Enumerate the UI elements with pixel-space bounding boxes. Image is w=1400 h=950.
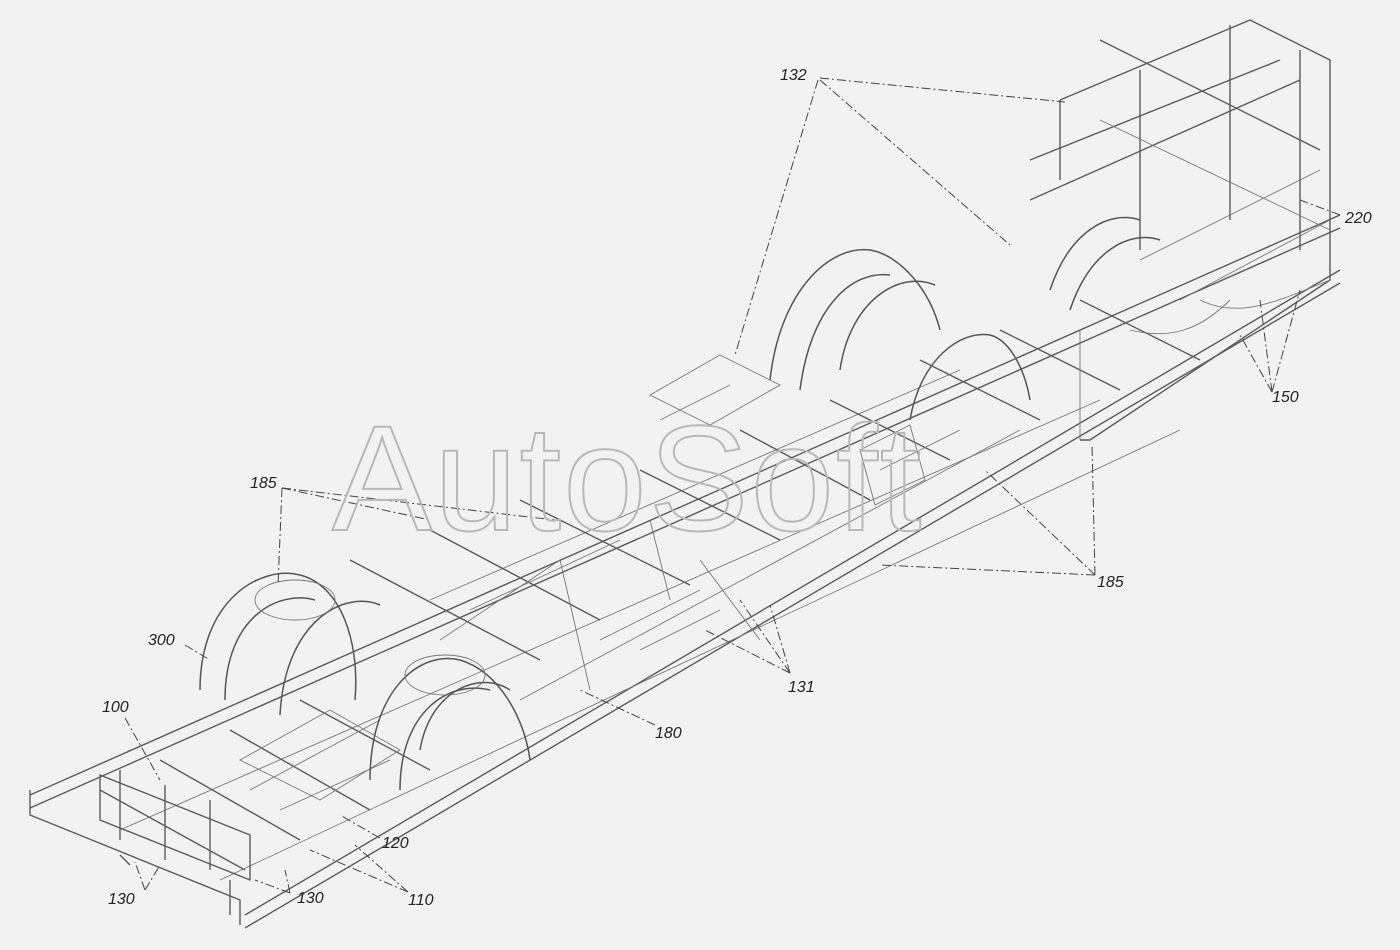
callout-150: 150 [1272, 389, 1299, 406]
callout-130-left: 130 [108, 891, 135, 908]
callout-180: 180 [655, 725, 682, 742]
callout-100: 100 [102, 699, 129, 716]
cross-members [99, 299, 1201, 871]
callout-110: 110 [408, 892, 434, 909]
callout-185-right: 185 [1097, 574, 1124, 591]
callout-300: 300 [148, 632, 175, 649]
front-wheel-arches [199, 572, 531, 791]
rear-engine-bay [1029, 19, 1331, 441]
callouts: 132 220 150 185 185 300 100 131 180 120 … [102, 67, 1372, 909]
watermark: AutoSoft [332, 394, 923, 562]
callout-120: 120 [382, 835, 409, 852]
callout-185-left: 185 [250, 475, 277, 492]
callout-220: 220 [1344, 210, 1372, 227]
mid-section-details [599, 354, 961, 651]
leader-lines [124, 77, 1341, 894]
callout-132: 132 [780, 67, 807, 84]
callout-130-right: 130 [297, 890, 324, 907]
front-section [29, 709, 401, 925]
rear-wheel-arches [769, 216, 1161, 421]
callout-131: 131 [788, 679, 815, 696]
main-longitudinal-rails [29, 214, 1341, 929]
